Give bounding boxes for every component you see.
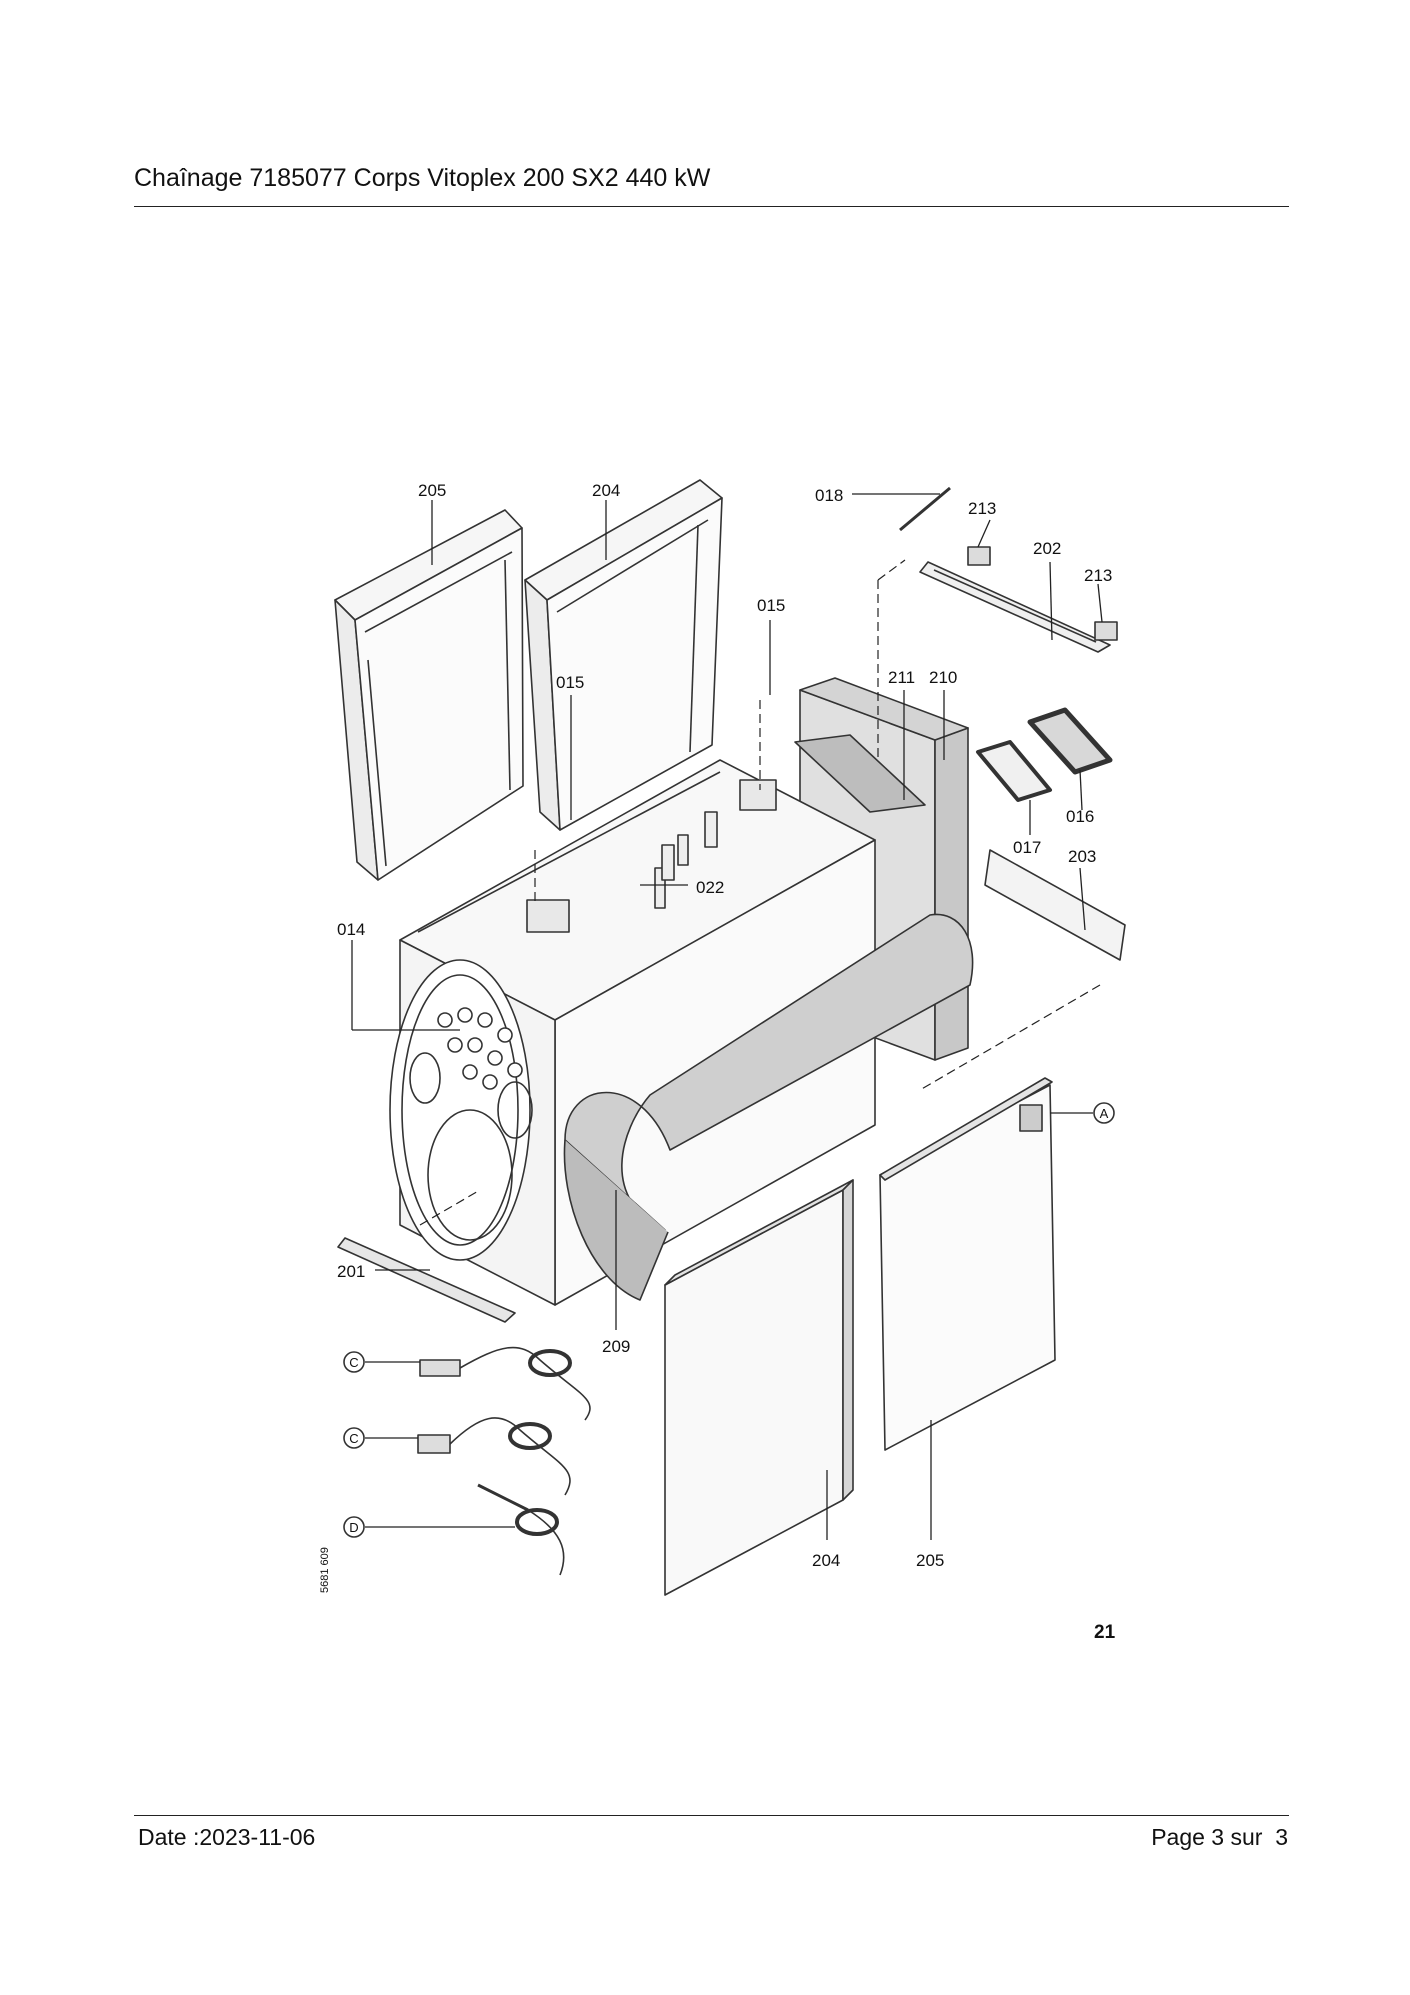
label-213-b: 213 [1084,566,1112,585]
callout-d-circle [343,1516,365,1538]
label-201: 201 [337,1262,365,1281]
leader-lines [351,493,1103,1540]
part-213-clip-b [1094,621,1118,641]
footer-rule [134,1815,1289,1816]
part-205-front-panel [879,1077,1056,1451]
label-016: 016 [1066,807,1094,826]
label-017: 017 [1013,838,1041,857]
part-201-bottom-rail [337,1237,516,1323]
label-213-a: 213 [968,499,996,518]
header-rule [134,206,1289,207]
part-204-top-panel [524,479,723,831]
callout-d-letter: D [349,1520,358,1535]
label-204-top: 204 [592,481,620,500]
callout-a-letter: A [1100,1106,1109,1121]
label-202: 202 [1033,539,1061,558]
label-018: 018 [815,486,843,505]
callout-a-circle [1093,1102,1115,1124]
label-205-top: 205 [418,481,446,500]
label-205-bottom: 205 [916,1551,944,1570]
callout-c2-circle [343,1427,365,1449]
callout-c1-circle [343,1351,365,1373]
sensor-assembly-d [477,1483,565,1576]
label-014: 014 [337,920,365,939]
label-204-bottom: 204 [812,1551,840,1570]
part-203-base-plate [984,849,1126,961]
part-204-front-panel [664,1179,854,1596]
label-209: 209 [602,1337,630,1356]
label-015-b: 015 [556,673,584,692]
label-210: 210 [929,668,957,687]
part-017-gasket [976,740,1052,802]
callout-c2-letter: C [349,1431,358,1446]
cable-assembly-c2 [417,1417,571,1496]
page-title: Chaînage 7185077 Corps Vitoplex 200 SX2 … [134,164,711,192]
label-022: 022 [696,878,724,897]
label-211: 211 [888,668,915,687]
part-213-clip-a [967,546,991,566]
drawing-code: 5681 609 [319,1547,331,1593]
part-018-bolt [899,486,951,532]
part-211-insulation-strip [794,734,926,813]
figure-number: 21 [1094,1622,1116,1643]
part-202-rail [919,561,1111,653]
footer-date: Date :2023-11-06 [138,1824,316,1850]
part-209-insulation-jacket [564,913,974,1231]
part-016-gasket [1027,707,1113,775]
page-number: Page 3 sur 3 [1151,1824,1288,1850]
cable-assembly-c1 [419,1346,591,1421]
label-015-a: 015 [757,596,785,615]
callout-c1-letter: C [349,1355,358,1370]
label-203: 203 [1068,847,1096,866]
alignment-lines [419,559,1101,1226]
part-205-top-panel [334,509,524,881]
